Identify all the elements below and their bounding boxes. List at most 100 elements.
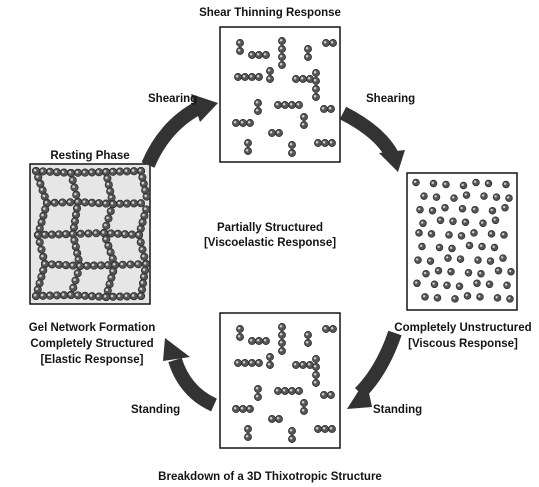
- particle-highlight: [322, 141, 326, 144]
- particle-highlight: [289, 151, 293, 154]
- particle-highlight: [94, 231, 97, 234]
- particle-highlight: [486, 181, 489, 185]
- particle-highlight: [141, 274, 145, 278]
- particle-highlight: [37, 240, 41, 243]
- particle-highlight: [142, 268, 146, 271]
- particle-highlight: [495, 296, 498, 299]
- particle-highlight: [131, 294, 135, 297]
- particle-highlight: [107, 282, 110, 285]
- particle-highlight: [117, 294, 121, 298]
- particle-highlight: [461, 183, 464, 187]
- particle-highlight: [293, 77, 297, 80]
- particle-highlight: [249, 339, 253, 342]
- particle-highlight: [477, 295, 481, 298]
- particle-highlight: [110, 269, 114, 272]
- particle-highlight: [73, 244, 77, 248]
- particle-highlight: [451, 196, 455, 199]
- particle-highlight: [255, 387, 259, 390]
- particle-highlight: [109, 195, 112, 199]
- particle-highlight: [237, 335, 241, 338]
- particle-highlight: [75, 271, 79, 274]
- particle-highlight: [323, 41, 327, 44]
- particle-highlight: [445, 256, 449, 259]
- particle-highlight: [41, 213, 44, 217]
- particle-highlight: [437, 245, 440, 249]
- particle-highlight: [35, 287, 39, 291]
- particle-highlight: [60, 200, 63, 204]
- particle-highlight: [328, 393, 332, 396]
- left-caption-line1: Gel Network Formation: [28, 322, 156, 334]
- particle-highlight: [103, 294, 107, 298]
- particle-highlight: [267, 355, 271, 358]
- particle-highlight: [414, 281, 418, 284]
- particle-highlight: [35, 175, 39, 178]
- title-breakdown: Breakdown of a 3D Thixotropic Structure: [158, 471, 382, 483]
- particle-highlight: [131, 201, 135, 204]
- particle-highlight: [307, 77, 311, 80]
- particle-highlight: [107, 189, 111, 192]
- particle-highlight: [267, 77, 271, 80]
- right-caption-line1: Completely Unstructured: [394, 322, 532, 334]
- particle-highlight: [104, 223, 107, 227]
- particle-highlight: [472, 207, 476, 211]
- particle-highlight: [473, 180, 477, 184]
- right-caption-line2: [Viscous Response]: [408, 338, 518, 350]
- particle-highlight: [138, 240, 142, 243]
- particle-highlight: [450, 219, 454, 222]
- left-caption-line3: [Elastic Response]: [40, 354, 144, 366]
- particle-highlight: [129, 232, 133, 236]
- particle-highlight: [139, 287, 143, 291]
- particle-highlight: [143, 207, 147, 210]
- particle-highlight: [293, 363, 297, 366]
- particle-highlight: [417, 207, 421, 211]
- particle-highlight: [300, 363, 304, 366]
- particle-highlight: [434, 195, 437, 198]
- particle-highlight: [52, 200, 56, 204]
- particle-highlight: [296, 389, 300, 392]
- particle-highlight: [313, 365, 317, 368]
- particle-highlight: [315, 141, 319, 144]
- particle-highlight: [109, 275, 112, 279]
- particle-highlight: [71, 285, 74, 289]
- particle-highlight: [63, 232, 67, 235]
- particle-highlight: [256, 339, 260, 342]
- particle-highlight: [68, 292, 72, 296]
- particle-highlight: [328, 107, 332, 110]
- particle-highlight: [429, 232, 432, 235]
- particle-highlight: [91, 263, 95, 267]
- particle-highlight: [435, 296, 438, 299]
- particle-highlight: [305, 333, 309, 336]
- particle-highlight: [282, 103, 286, 106]
- particle-highlight: [313, 87, 317, 90]
- particle-highlight: [138, 293, 142, 297]
- particle-highlight: [108, 231, 112, 234]
- particle-highlight: [448, 269, 452, 273]
- particle-highlight: [313, 357, 317, 360]
- particle-highlight: [242, 361, 246, 364]
- title-shear-thinning: Shear Thinning Response: [199, 7, 341, 19]
- particle-highlight: [242, 75, 246, 78]
- particle-highlight: [313, 71, 317, 74]
- particle-highlight: [42, 194, 46, 198]
- particle-highlight: [37, 226, 41, 230]
- particle-highlight: [75, 170, 79, 174]
- particle-highlight: [110, 169, 114, 173]
- particle-highlight: [443, 182, 447, 186]
- particle-highlight: [108, 250, 111, 253]
- particle-highlight: [458, 257, 461, 260]
- particle-highlight: [507, 297, 511, 300]
- particle-highlight: [313, 381, 317, 384]
- particle-highlight: [276, 417, 280, 420]
- particle-highlight: [289, 143, 293, 146]
- particle-highlight: [245, 435, 249, 438]
- particle-highlight: [141, 181, 145, 185]
- panel-partially-structured-top: [219, 26, 341, 163]
- particle-highlight: [235, 75, 239, 78]
- particle-highlight: [108, 209, 112, 212]
- particle-highlight: [128, 262, 131, 266]
- particle-highlight: [237, 41, 241, 44]
- particle-highlight: [301, 115, 305, 118]
- particle-highlight: [138, 201, 142, 204]
- particle-highlight: [131, 169, 135, 172]
- particle-highlight: [492, 245, 495, 249]
